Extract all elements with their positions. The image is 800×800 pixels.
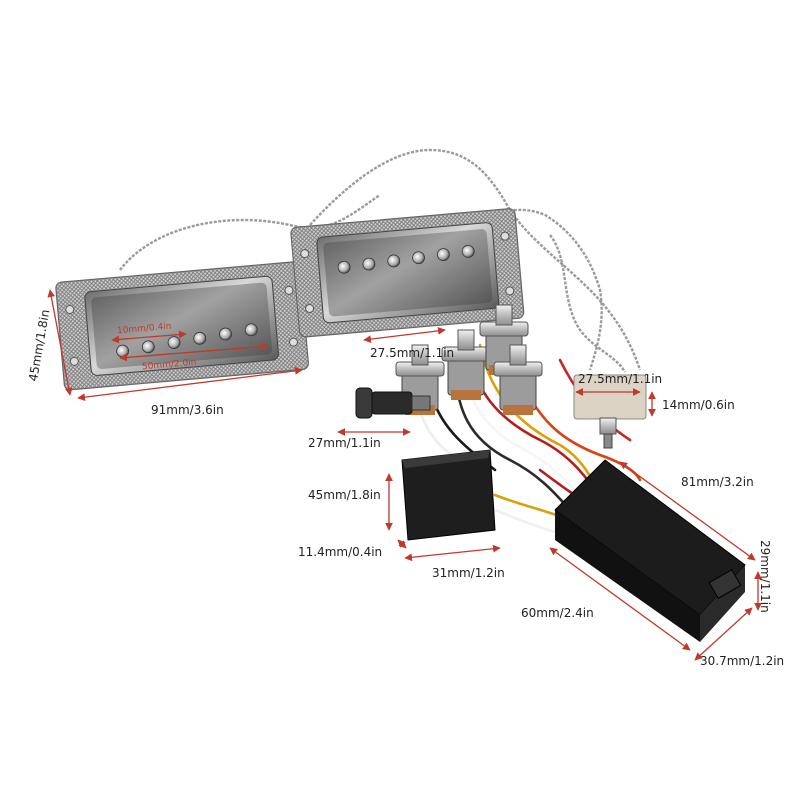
pot-4 [493,344,543,415]
output-jack [355,387,431,419]
potentiometers [395,304,543,415]
battery-box-depth-label: 30.7mm/1.2in [700,654,785,668]
battery-box-length-label: 81mm/3.2in [681,475,754,489]
battery-box-height-label: 29mm/1.1in [758,540,772,613]
battery-box-width-label: 60mm/2.4in [521,606,594,620]
dimension-lines [47,289,762,661]
preamp-thickness-label: 11.4mm/0.4in [298,545,383,559]
toggle-switch [573,374,647,449]
humbucker-pickup-left [55,261,309,391]
pot-diameter-label: 27.5mm/1.1in [370,346,455,360]
preamp-width-label: 31mm/1.2in [432,566,505,580]
pot-2 [441,329,491,400]
jack-length-label: 27mm/1.1in [308,436,381,450]
switch-depth-label: 14mm/0.6in [662,398,735,412]
preamp-module [401,449,496,541]
switch-width-label: 27.5mm/1.1in [578,372,663,386]
preamp-height-label: 45mm/1.8in [308,488,381,502]
pickup-width-label: 91mm/3.6in [151,403,224,417]
humbucker-pickup-right [290,208,525,338]
